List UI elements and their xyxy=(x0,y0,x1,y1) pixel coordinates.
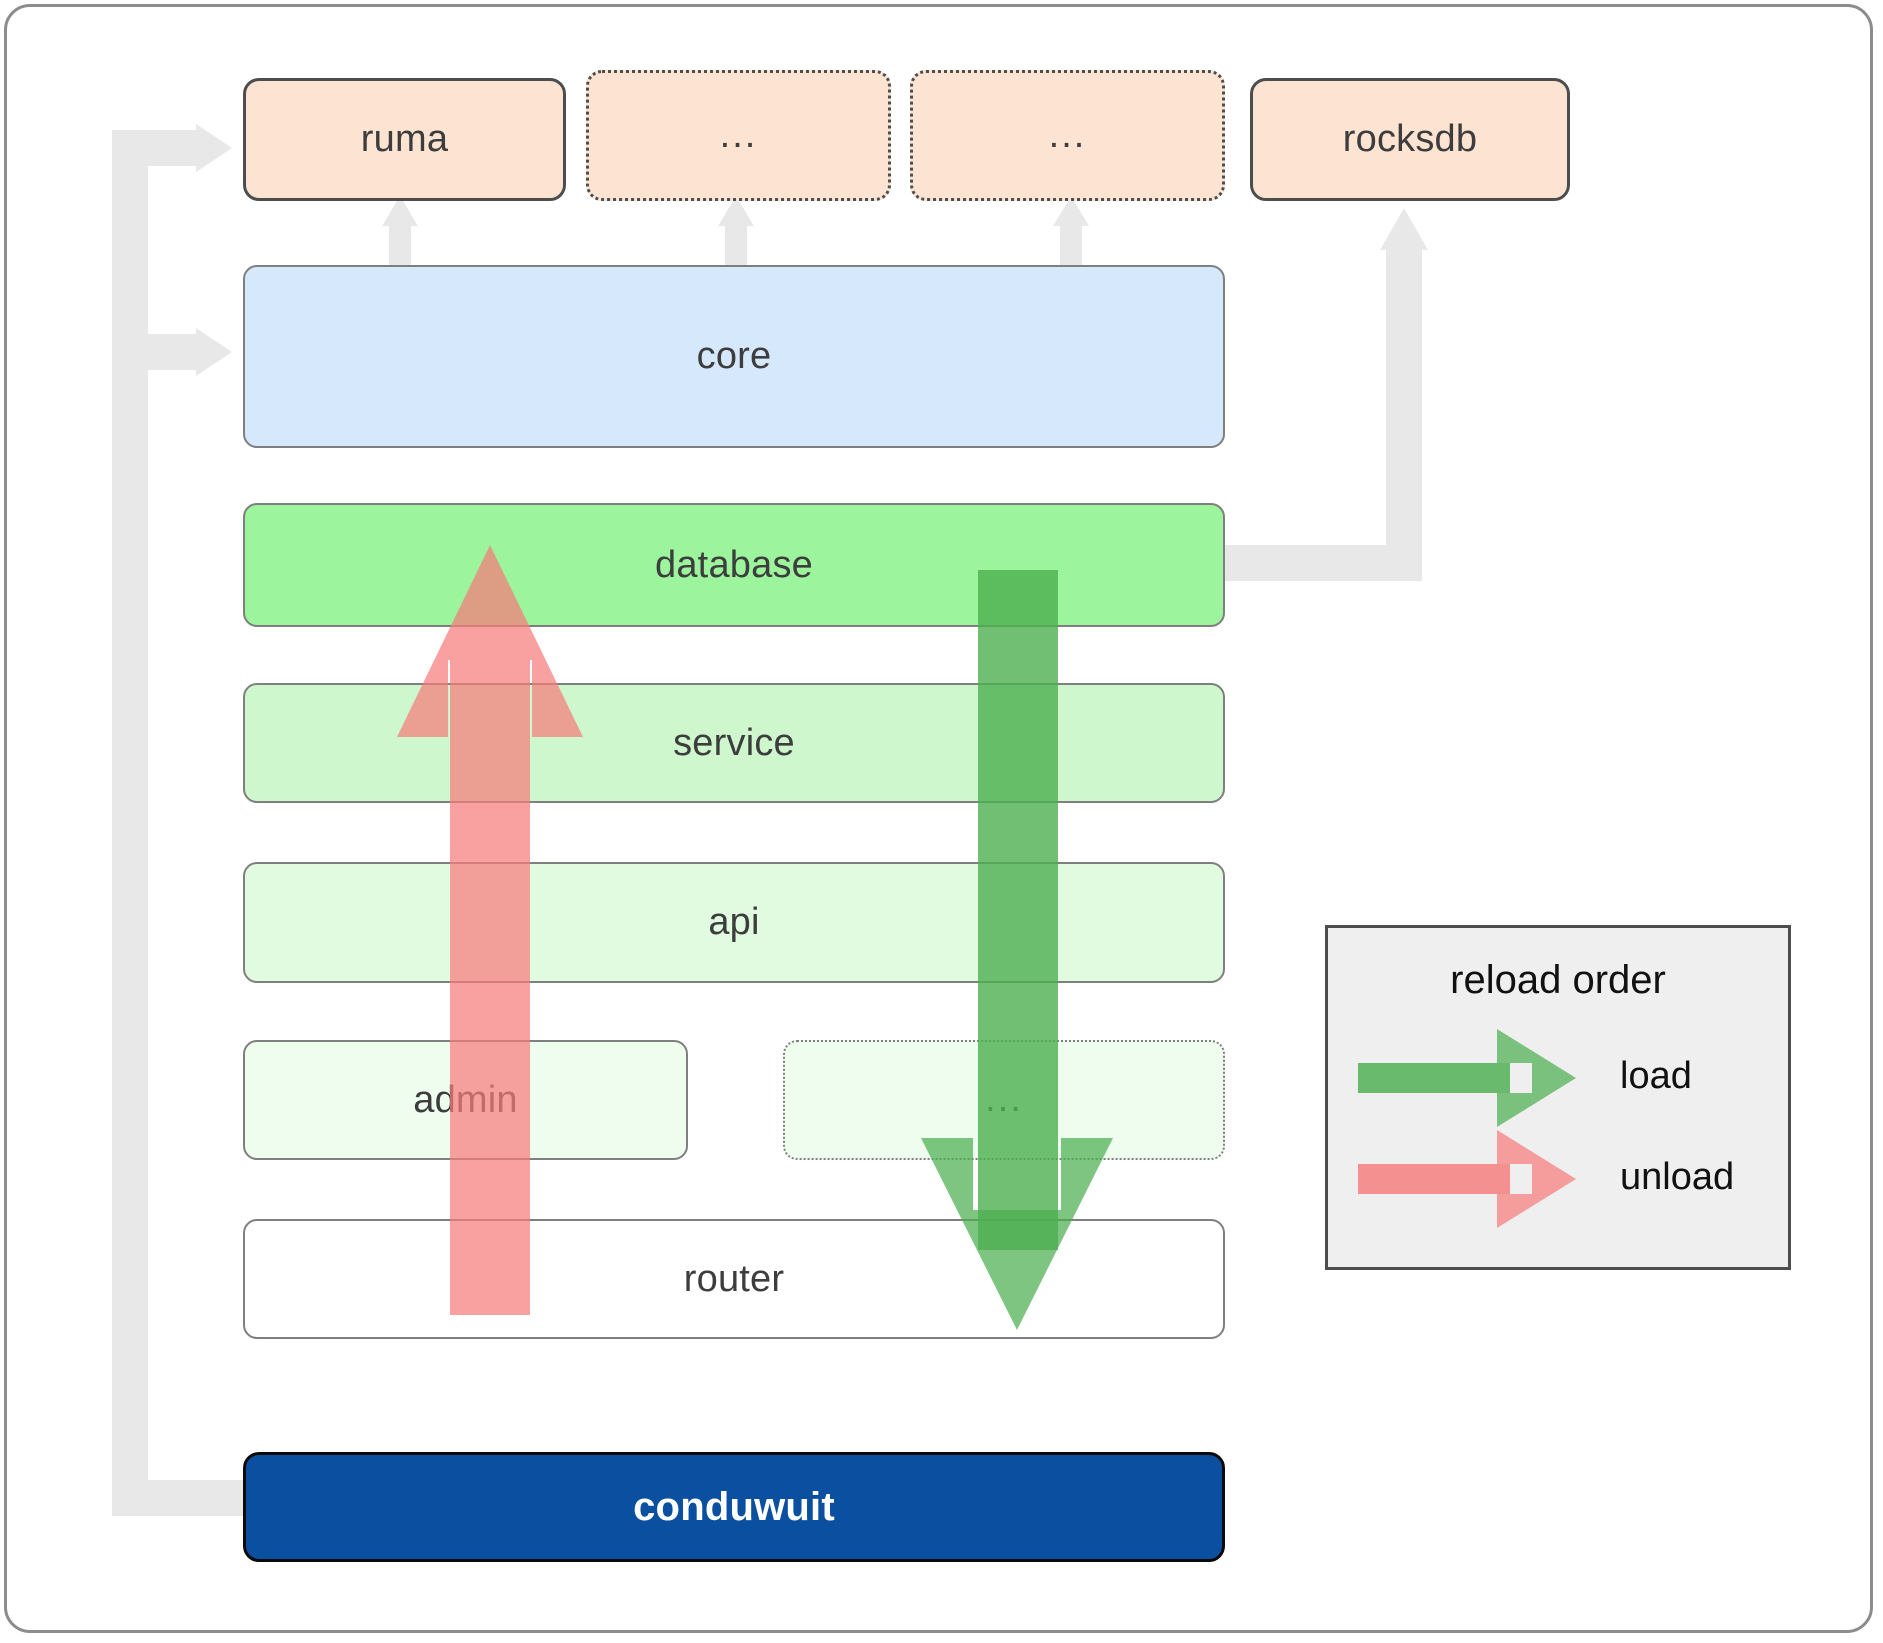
dependency-box-rocksdb[interactable]: rocksdb xyxy=(1250,78,1570,201)
layer-label-api: api xyxy=(708,901,760,943)
dependency-label-ruma: ruma xyxy=(360,118,449,160)
diagram-frame xyxy=(4,4,1873,1633)
layer-label-database: database xyxy=(655,543,813,586)
dependency-label-rocksdb: rocksdb xyxy=(1342,118,1478,160)
root-label-conduwuit: conduwuit xyxy=(633,1484,835,1529)
dependency-box-ruma[interactable]: ruma xyxy=(243,78,566,201)
layer-box-api[interactable]: api xyxy=(243,862,1225,983)
legend-panel: reload order load unload xyxy=(1325,925,1791,1270)
legend-arrows xyxy=(1358,1029,1576,1228)
legend-load-arrow-icon xyxy=(1358,1029,1576,1127)
legend-label-unload: unload xyxy=(1620,1156,1735,1198)
dependency-label-ellipsis-1: ... xyxy=(719,113,758,156)
layer-box-service[interactable]: service xyxy=(243,683,1225,803)
layer-label-router: router xyxy=(683,1257,785,1300)
legend-title: reload order xyxy=(1450,958,1666,1002)
dependency-box-ellipsis-1[interactable]: ... xyxy=(586,70,891,201)
legend-label-load: load xyxy=(1620,1055,1692,1097)
dependency-label-ellipsis-2: ... xyxy=(1048,113,1087,156)
layer-label-admin: admin xyxy=(413,1078,518,1121)
layer-box-router[interactable]: router xyxy=(243,1219,1225,1339)
layer-box-core[interactable]: core xyxy=(243,265,1225,448)
layer-label-core: core xyxy=(696,335,772,377)
layer-box-admin[interactable]: admin xyxy=(243,1040,688,1160)
root-box-conduwuit[interactable]: conduwuit xyxy=(243,1452,1225,1562)
dependency-box-ellipsis-2[interactable]: ... xyxy=(910,70,1225,201)
layer-label-ellipsis: ... xyxy=(985,1078,1023,1121)
layer-box-database[interactable]: database xyxy=(243,503,1225,627)
layer-box-ellipsis[interactable]: ... xyxy=(783,1040,1225,1160)
layer-label-service: service xyxy=(673,721,795,764)
legend-unload-arrow-icon xyxy=(1358,1130,1576,1228)
